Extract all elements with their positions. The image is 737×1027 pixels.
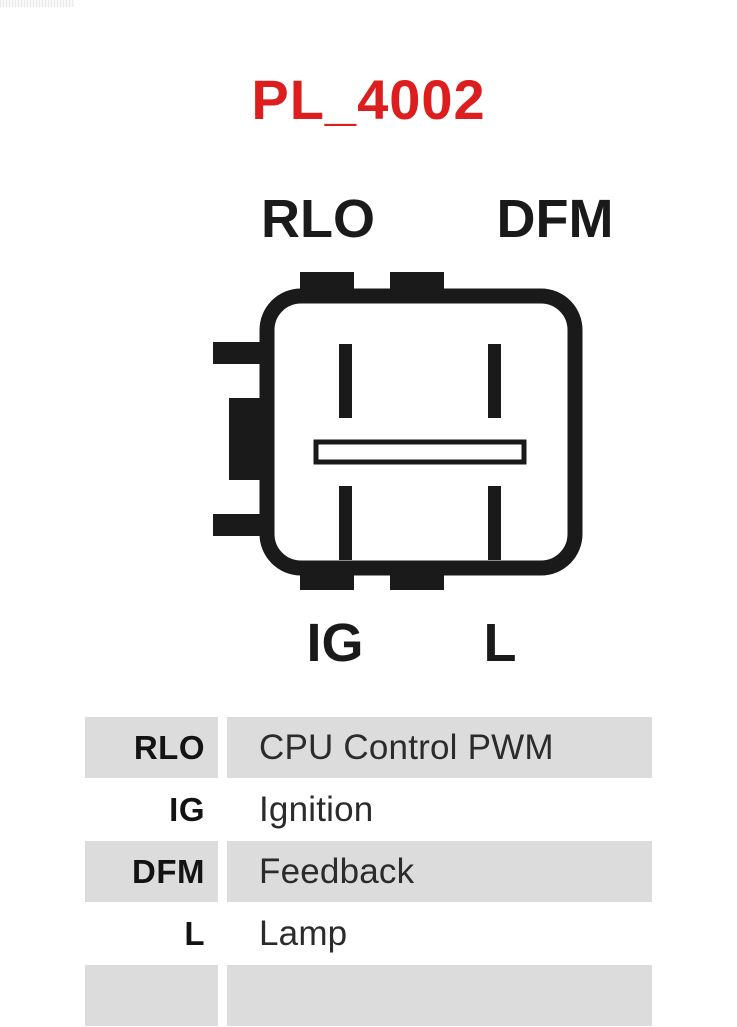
table-column-gap (218, 903, 227, 964)
pin-description-cell: CPU Control PWM (227, 717, 652, 778)
pin-description-cell: Ignition (227, 779, 652, 840)
table-row (85, 965, 652, 1026)
connector-diagram (205, 270, 595, 590)
pin-slot-rlo (339, 344, 352, 418)
pin-code-cell: IG (85, 779, 218, 840)
table-column-gap (218, 841, 227, 902)
pin-description-cell: Feedback (227, 841, 652, 902)
connector-svg (213, 272, 583, 590)
pin-slot-ig (339, 486, 352, 560)
pin-code-cell: L (85, 903, 218, 964)
table-column-gap (218, 779, 227, 840)
connector-latch-bar (313, 439, 527, 465)
connector-body-outline (259, 288, 583, 576)
connector-label-l: L (483, 613, 517, 673)
pin-slot-dfm (488, 344, 501, 418)
page-title: PL_4002 (251, 68, 486, 131)
pin-code-cell (85, 965, 218, 1026)
connector-label-rlo: RLO (261, 189, 375, 249)
scan-artifact (0, 0, 74, 7)
pin-code-cell: DFM (85, 841, 218, 902)
connector-label-ig: IG (306, 613, 364, 673)
pin-code-cell: RLO (85, 717, 218, 778)
table-column-gap (218, 965, 227, 1026)
connector-label-dfm: DFM (496, 189, 614, 249)
table-column-gap (218, 717, 227, 778)
pin-description-cell: Lamp (227, 903, 652, 964)
pin-description-cell (227, 965, 652, 1026)
pin-slot-l (488, 486, 501, 560)
